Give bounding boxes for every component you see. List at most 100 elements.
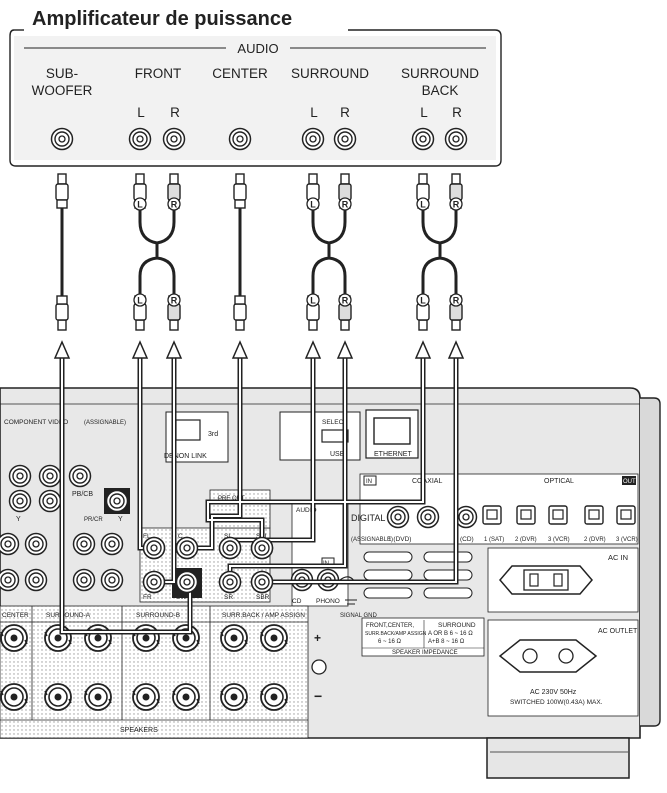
marker-r-text-1-1: R <box>342 296 349 306</box>
impedance-col2-row1: A OR B 6 ~ 16 Ω <box>428 631 473 637</box>
screw-icon <box>311 659 327 675</box>
surround-r-jack <box>333 127 357 151</box>
ac-spec-1: AC 230V 50Hz <box>530 689 577 696</box>
video-jack-b <box>38 489 62 513</box>
surround-back-l-label: L <box>420 105 428 120</box>
usb-label: USB <box>330 451 345 458</box>
component-video-label: COMPONENT VIDEO <box>4 419 68 426</box>
digital-input-6: 3 (VCR) <box>548 537 570 543</box>
marker-l-circle-1-0 <box>306 197 320 211</box>
impedance-footer: SPEAKER IMPEDANCE <box>392 650 458 656</box>
speaker-terminal-5 <box>172 624 200 652</box>
mc-in-jack-4 <box>100 532 124 556</box>
rca-plugs-bottom <box>55 295 463 331</box>
power-amplifier-panel: Amplificateur de puissance AUDIO SUB- WO… <box>9 8 502 167</box>
front-l-label: L <box>137 105 145 120</box>
marker-r-text-1-0: R <box>342 200 349 210</box>
subwoofer-jack <box>50 127 74 151</box>
marker-r-circle-0-1 <box>167 293 181 307</box>
marker-r-circle-1-1 <box>338 293 352 307</box>
optical-1-jack <box>482 505 502 525</box>
front-r-jack <box>162 127 186 151</box>
component-jack-3 <box>68 464 92 488</box>
marker-l-circle-0-0 <box>133 197 147 211</box>
ac-in-label: AC IN <box>608 553 628 562</box>
denon-link-zone: 3rd <box>208 431 218 438</box>
phono-label: PHONO <box>316 598 340 605</box>
ac-spec-2: SWITCHED 100W(0.43A) MAX. <box>510 699 603 706</box>
marker-l-circle-2-0 <box>416 197 430 211</box>
optical-3-jack <box>548 505 568 525</box>
marker-r-circle-2-0 <box>449 197 463 211</box>
optical-out-badge: OUT <box>623 479 636 485</box>
subwoofer-label-1: SUB- <box>46 66 78 81</box>
audio-in-label: AUDIO <box>296 507 317 514</box>
surround-back-l-jack <box>411 127 435 151</box>
ac-outlet-label: AC OUTLET <box>598 628 638 635</box>
marker-l-text-2-0: L <box>420 200 426 210</box>
mc-in-jack-6 <box>24 568 48 592</box>
marker-l-circle-0-1 <box>133 293 147 307</box>
digital-label: DIGITAL <box>351 513 385 523</box>
optical-label: OPTICAL <box>544 478 574 485</box>
marker-r-text-2-1: R <box>453 296 460 306</box>
surround-l-jack <box>301 127 325 151</box>
speaker-terminal-14 <box>260 683 288 711</box>
speaker-terminal-13 <box>220 683 248 711</box>
speaker-terminal-9 <box>44 683 72 711</box>
optical-2-jack <box>516 505 536 525</box>
surround-back-r-jack <box>444 127 468 151</box>
center-label: CENTER <box>212 66 268 81</box>
speaker-group-surround-b: SURROUND-B <box>136 612 180 619</box>
coaxial-2-jack <box>416 505 440 529</box>
digital-input-7: 2 (DVR) <box>584 537 606 543</box>
signal-arrows <box>54 341 464 359</box>
preout-label: PRE OUT <box>218 496 245 502</box>
mc-in-jack-7 <box>72 568 96 592</box>
component-assignable: (ASSIGNABLE) <box>84 420 126 426</box>
digital-assignable: (ASSIGNABLE) <box>351 537 393 543</box>
preout-fr: FR <box>143 594 152 601</box>
coaxial-label: COAXIAL <box>412 478 442 485</box>
marker-r-circle-0-0 <box>167 197 181 211</box>
speaker-terminal-10 <box>84 683 112 711</box>
marker-r-circle-1-0 <box>338 197 352 211</box>
surround-back-label-1: SURROUND <box>401 66 479 81</box>
marker-l-circle-1-1 <box>306 293 320 307</box>
component-col-y: Y <box>16 516 21 523</box>
av-receiver-rear-panel: 3rd DENON LINK SELECT USB ETHERNET IN CO… <box>0 387 661 779</box>
speaker-terminal-11 <box>132 683 160 711</box>
component-col-pr: PR/CR <box>84 517 103 523</box>
center-jack <box>228 127 252 151</box>
component-col-pb: PB/CB <box>72 491 93 498</box>
speaker-terminal-12 <box>172 683 200 711</box>
marker-l-circle-2-1 <box>416 293 430 307</box>
marker-l-text-1-1: L <box>310 296 316 306</box>
preout-fl: FL <box>143 533 151 540</box>
mc-in-jack-1 <box>0 532 20 556</box>
impedance-col1-line1: FRONT,CENTER, <box>366 623 414 629</box>
surround-l-label: L <box>310 105 318 120</box>
preout-sr: SR <box>224 594 233 601</box>
video-jack-a <box>8 489 32 513</box>
marker-l-text-2-1: L <box>420 296 426 306</box>
amplifier-title: Amplificateur de puissance <box>32 8 292 30</box>
component-jack-4 <box>105 489 129 513</box>
mc-in-jack-2 <box>24 532 48 556</box>
speaker-terminal-1 <box>0 624 28 652</box>
marker-l-text-0-0: L <box>137 200 143 210</box>
marker-r-text-2-0: R <box>453 200 460 210</box>
front-label: FRONT <box>135 66 182 81</box>
mc-in-jack-5 <box>0 568 20 592</box>
digital-input-3: (CD) <box>460 536 474 543</box>
component-jack-2 <box>38 464 62 488</box>
marker-l-text-1-0: L <box>310 200 316 210</box>
impedance-col1-line2: SURR.BACK/AMP ASSIGN <box>365 631 427 637</box>
front-l-jack <box>128 127 152 151</box>
component-jack-1 <box>8 464 32 488</box>
preout-c: C <box>178 533 183 540</box>
plus-sign: + <box>314 631 321 645</box>
digital-input-4: 1 (SAT) <box>484 537 504 543</box>
